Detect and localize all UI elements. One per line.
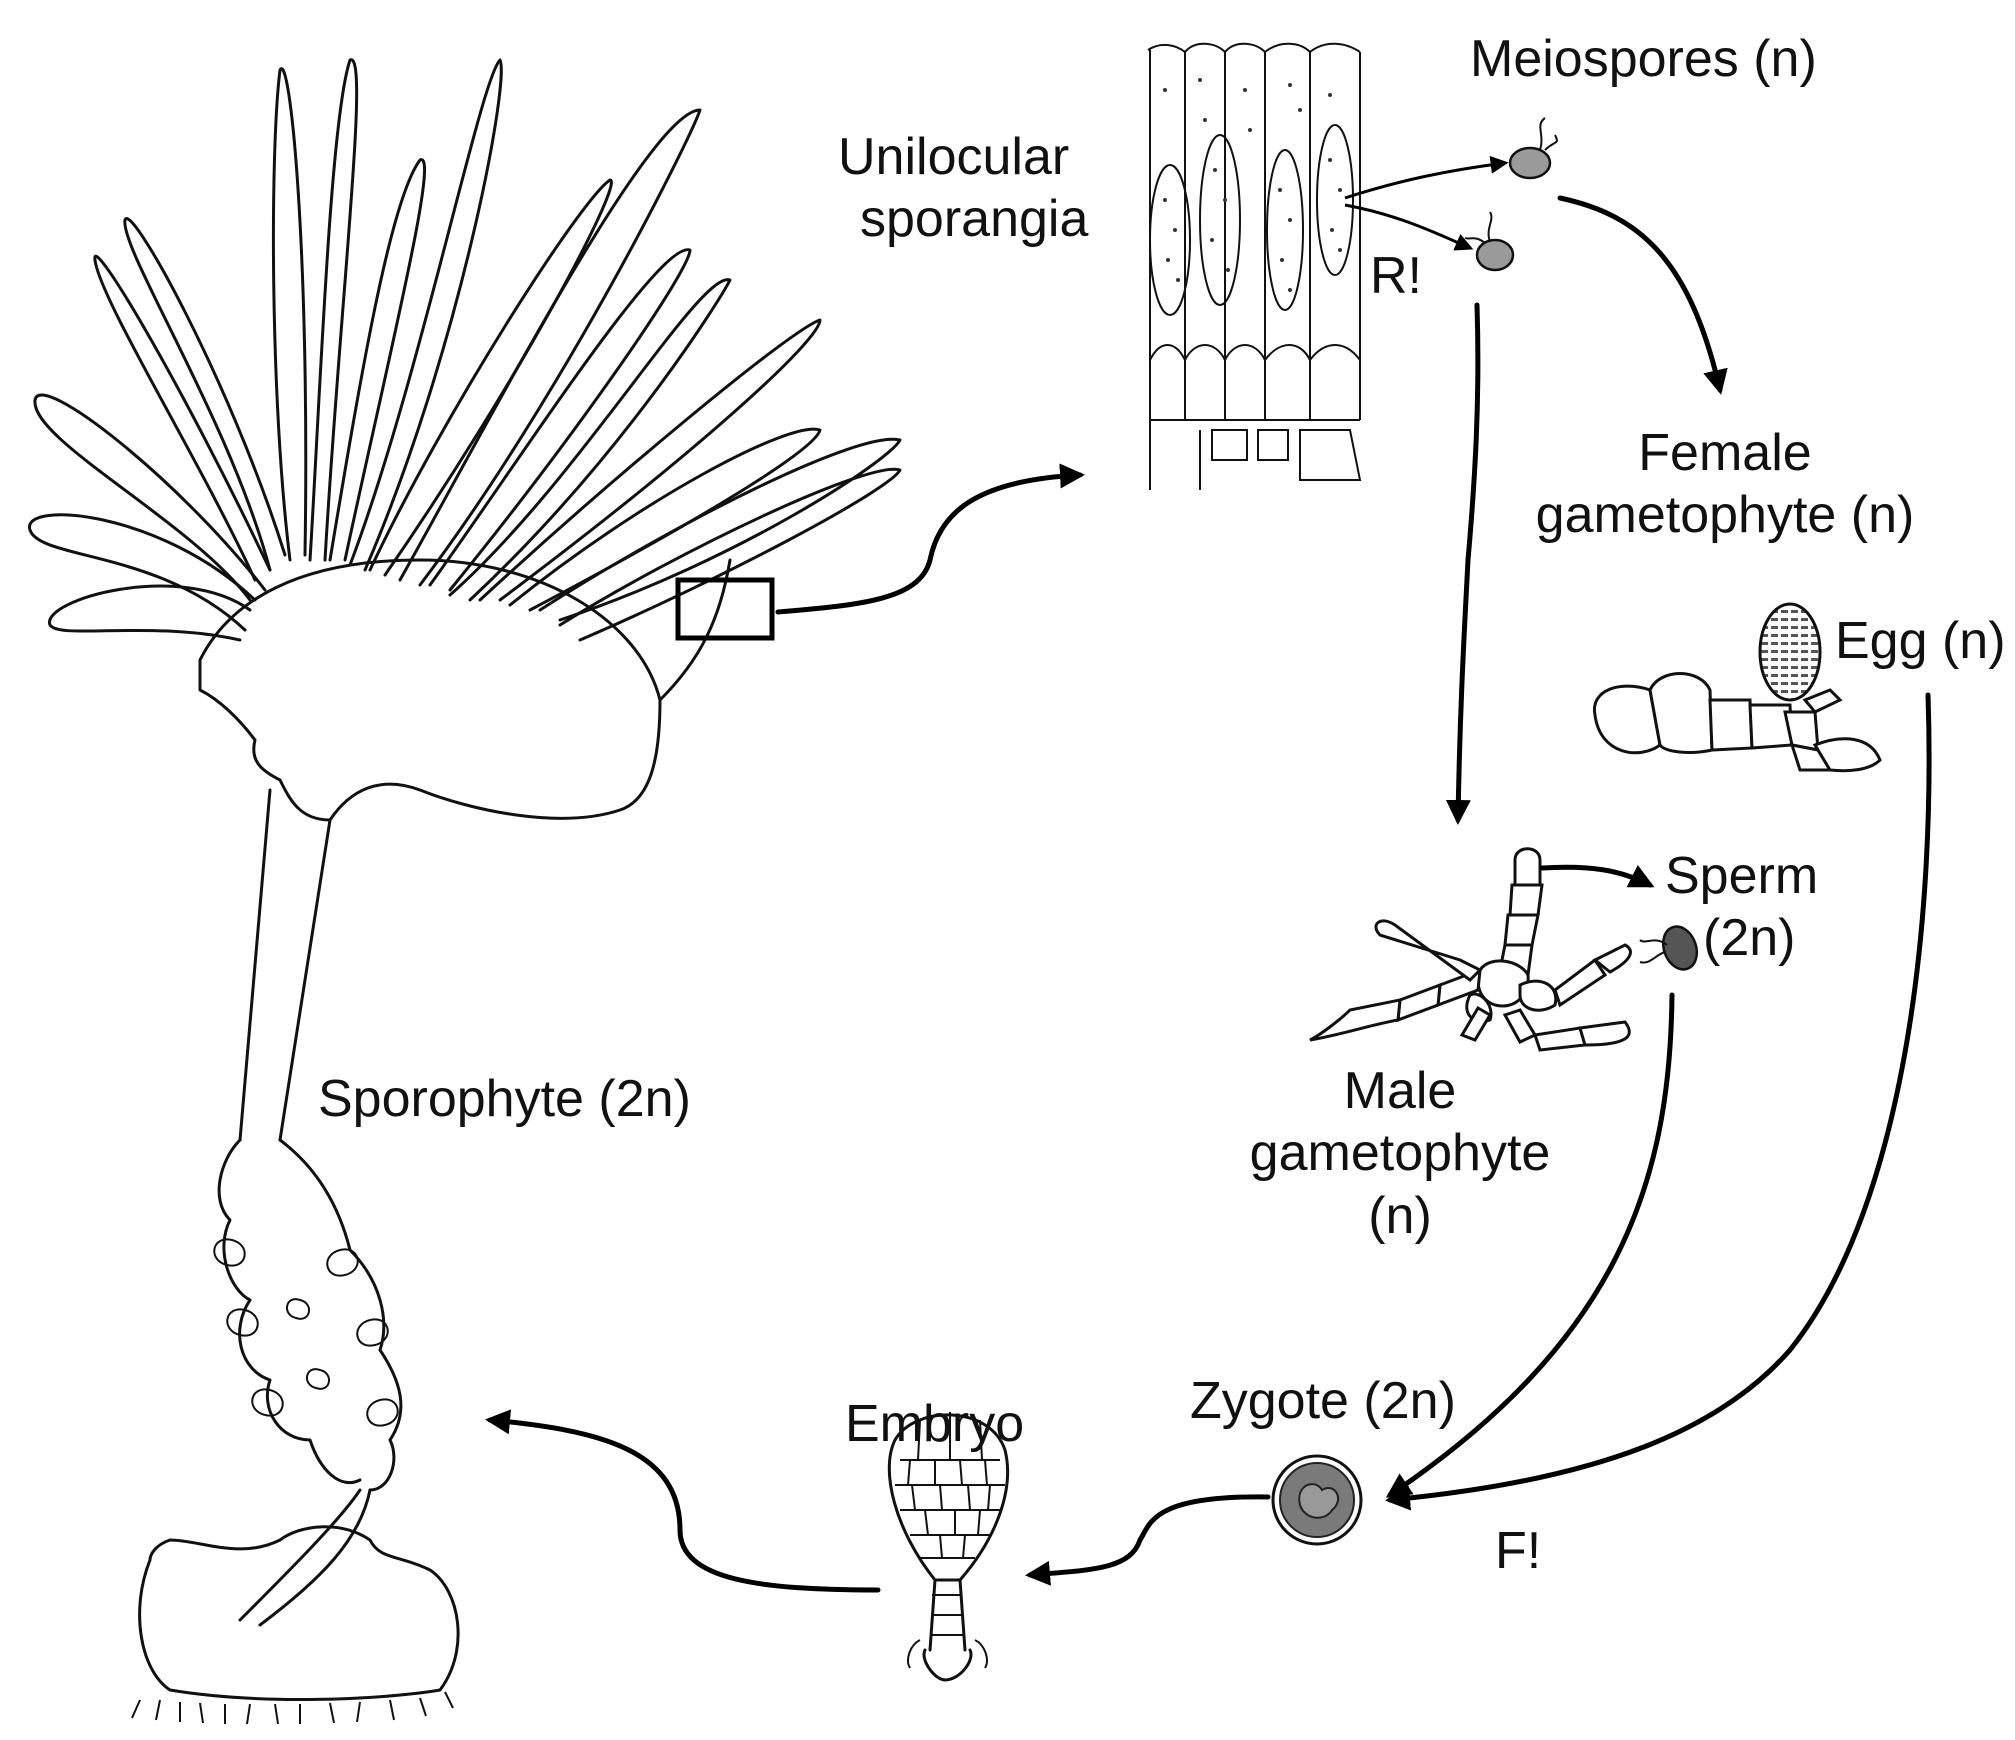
label-meiospores: Meiospores (n) xyxy=(1470,30,1817,88)
male-gametophyte-drawing xyxy=(1309,847,1632,1052)
embryo-drawing xyxy=(887,1412,1010,1682)
label-unilocular-sporangia: Unilocular sporangia xyxy=(838,126,1088,251)
arrow-to-male xyxy=(1445,302,1481,825)
label-fertilization: F! xyxy=(1495,1522,1542,1580)
female-gametophyte-drawing xyxy=(1593,602,1882,773)
label-sperm-line1: Sperm xyxy=(1665,847,1819,905)
sporophyte-holdfast xyxy=(138,1525,460,1701)
sporophyte-blades xyxy=(28,58,902,642)
arrow-to-female xyxy=(1557,195,1728,395)
sampled-region-box xyxy=(675,577,775,641)
sporophyte-stipe xyxy=(238,788,332,1142)
egg-cell xyxy=(1758,602,1822,702)
arrow-sperm-to-zygote xyxy=(1385,992,1675,1498)
label-female-line1: Female xyxy=(1638,424,1812,482)
label-sperm: Sperm (2n) xyxy=(1665,845,1818,970)
label-embryo: Embryo xyxy=(845,1395,1025,1453)
label-male-line2: gametophyte xyxy=(1249,1124,1551,1183)
label-egg: Egg (n) xyxy=(1835,612,2006,670)
label-male-gametophyte: Male gametophyte (n) xyxy=(1205,1060,1595,1247)
label-unilocular-line2: sporangia xyxy=(860,190,1089,249)
arrow-embryo-to-sporophyte xyxy=(485,1409,881,1593)
cycle-arrows xyxy=(485,195,1932,1593)
label-zygote: Zygote (2n) xyxy=(1190,1372,1456,1430)
label-unilocular-line1: Unilocular xyxy=(838,128,1070,186)
meiospores-drawing xyxy=(1464,117,1558,272)
arrow-to-sporangia xyxy=(775,463,1085,615)
label-female-line2: gametophyte (n) xyxy=(1535,486,1915,545)
sporangia-drawing xyxy=(1145,42,1365,490)
sperm-drawing xyxy=(1639,925,1699,971)
label-meiosis: R! xyxy=(1370,247,1422,305)
label-male-line3: (n) xyxy=(1368,1186,1432,1245)
sporophyte-drawing xyxy=(28,58,902,1725)
sporophyte-fan-base xyxy=(198,558,662,822)
holdfast-rhizoids xyxy=(131,1691,454,1725)
label-sporophyte: Sporophyte (2n) xyxy=(318,1070,691,1128)
label-sperm-line2: (2n) xyxy=(1703,909,1796,968)
label-male-line1: Male xyxy=(1343,1062,1457,1120)
arrow-zygote-to-embryo xyxy=(1025,1494,1271,1586)
arrow-egg-to-zygote xyxy=(1385,692,1932,1511)
zygote-drawing xyxy=(1271,1454,1363,1546)
sporophyte-ruffled-base xyxy=(213,1138,403,1492)
label-female-gametophyte: Female gametophyte (n) xyxy=(1490,422,1960,547)
